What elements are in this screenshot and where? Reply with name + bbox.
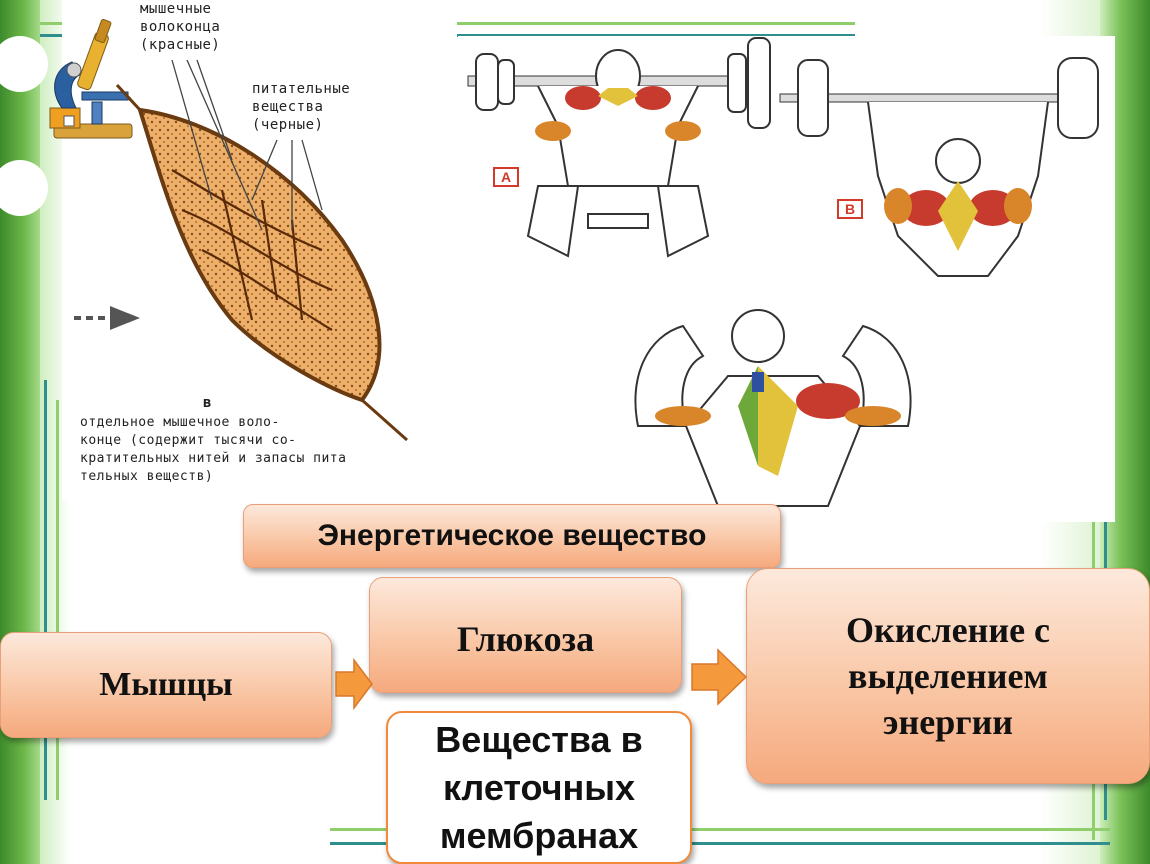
label-nutrients-line2: вещества: [252, 99, 324, 115]
label-nutrients: питательные вещества (черные): [252, 80, 350, 134]
muscle-caption: отдельное мышечное воло- конце (содержит…: [80, 414, 450, 486]
deco-vline-left-1: [44, 380, 47, 800]
caption-line1: отдельное мышечное воло-: [80, 415, 280, 430]
caption-line4: тельных веществ): [80, 469, 214, 484]
arrow-right-icon-2: [691, 648, 748, 706]
deco-circle-top: [0, 36, 48, 92]
deco-circle-bottom: [0, 160, 48, 216]
glucose-box: Глюкоза: [369, 577, 682, 693]
label-fibers-line3: (красные): [140, 37, 221, 53]
deco-line-bottom-2: [330, 842, 1110, 845]
muscle-fiber-sketch: [74, 59, 408, 442]
label-letter-v: в: [203, 395, 212, 411]
figure-b: B: [779, 57, 1099, 277]
muscles-box: Мышцы: [0, 632, 332, 738]
label-nutrients-line1: питательные: [252, 81, 351, 97]
exercise-illustrations: A B: [467, 37, 1099, 507]
label-fibers: мышечные волоконца (красные): [140, 0, 220, 54]
oxidation-text: Окисление с выделением энергии: [845, 610, 1051, 742]
deco-line-bottom-1: [330, 828, 1110, 831]
energy-substance-text: Энергетическое вещество: [317, 519, 707, 552]
label-fibers-line1: мышечные: [140, 1, 212, 17]
arrow-right-icon-1: [335, 657, 373, 711]
oxidation-box: Окисление с выделением энергии: [746, 568, 1150, 784]
label-nutrients-line3: (черные): [252, 117, 324, 133]
membranes-box: Вещества в клеточных мембранах: [386, 711, 692, 864]
glucose-text: Глюкоза: [456, 619, 595, 659]
caption-line3: кратительных нитей и запасы пита: [80, 451, 347, 466]
energy-substance-box: Энергетическое вещество: [243, 504, 781, 568]
label-a: A: [501, 169, 511, 185]
microscope-icon: [49, 19, 133, 139]
label-fibers-line2: волоконца: [140, 19, 221, 35]
caption-line2: конце (содержит тысячи со-: [80, 433, 297, 448]
membranes-text: Вещества в клеточных мембранах: [435, 718, 643, 856]
deco-vline-left-2: [56, 400, 59, 800]
muscles-text: Мышцы: [99, 666, 233, 703]
figure-c: [634, 309, 912, 507]
figure-a: A: [467, 37, 771, 258]
label-b: B: [845, 201, 855, 217]
